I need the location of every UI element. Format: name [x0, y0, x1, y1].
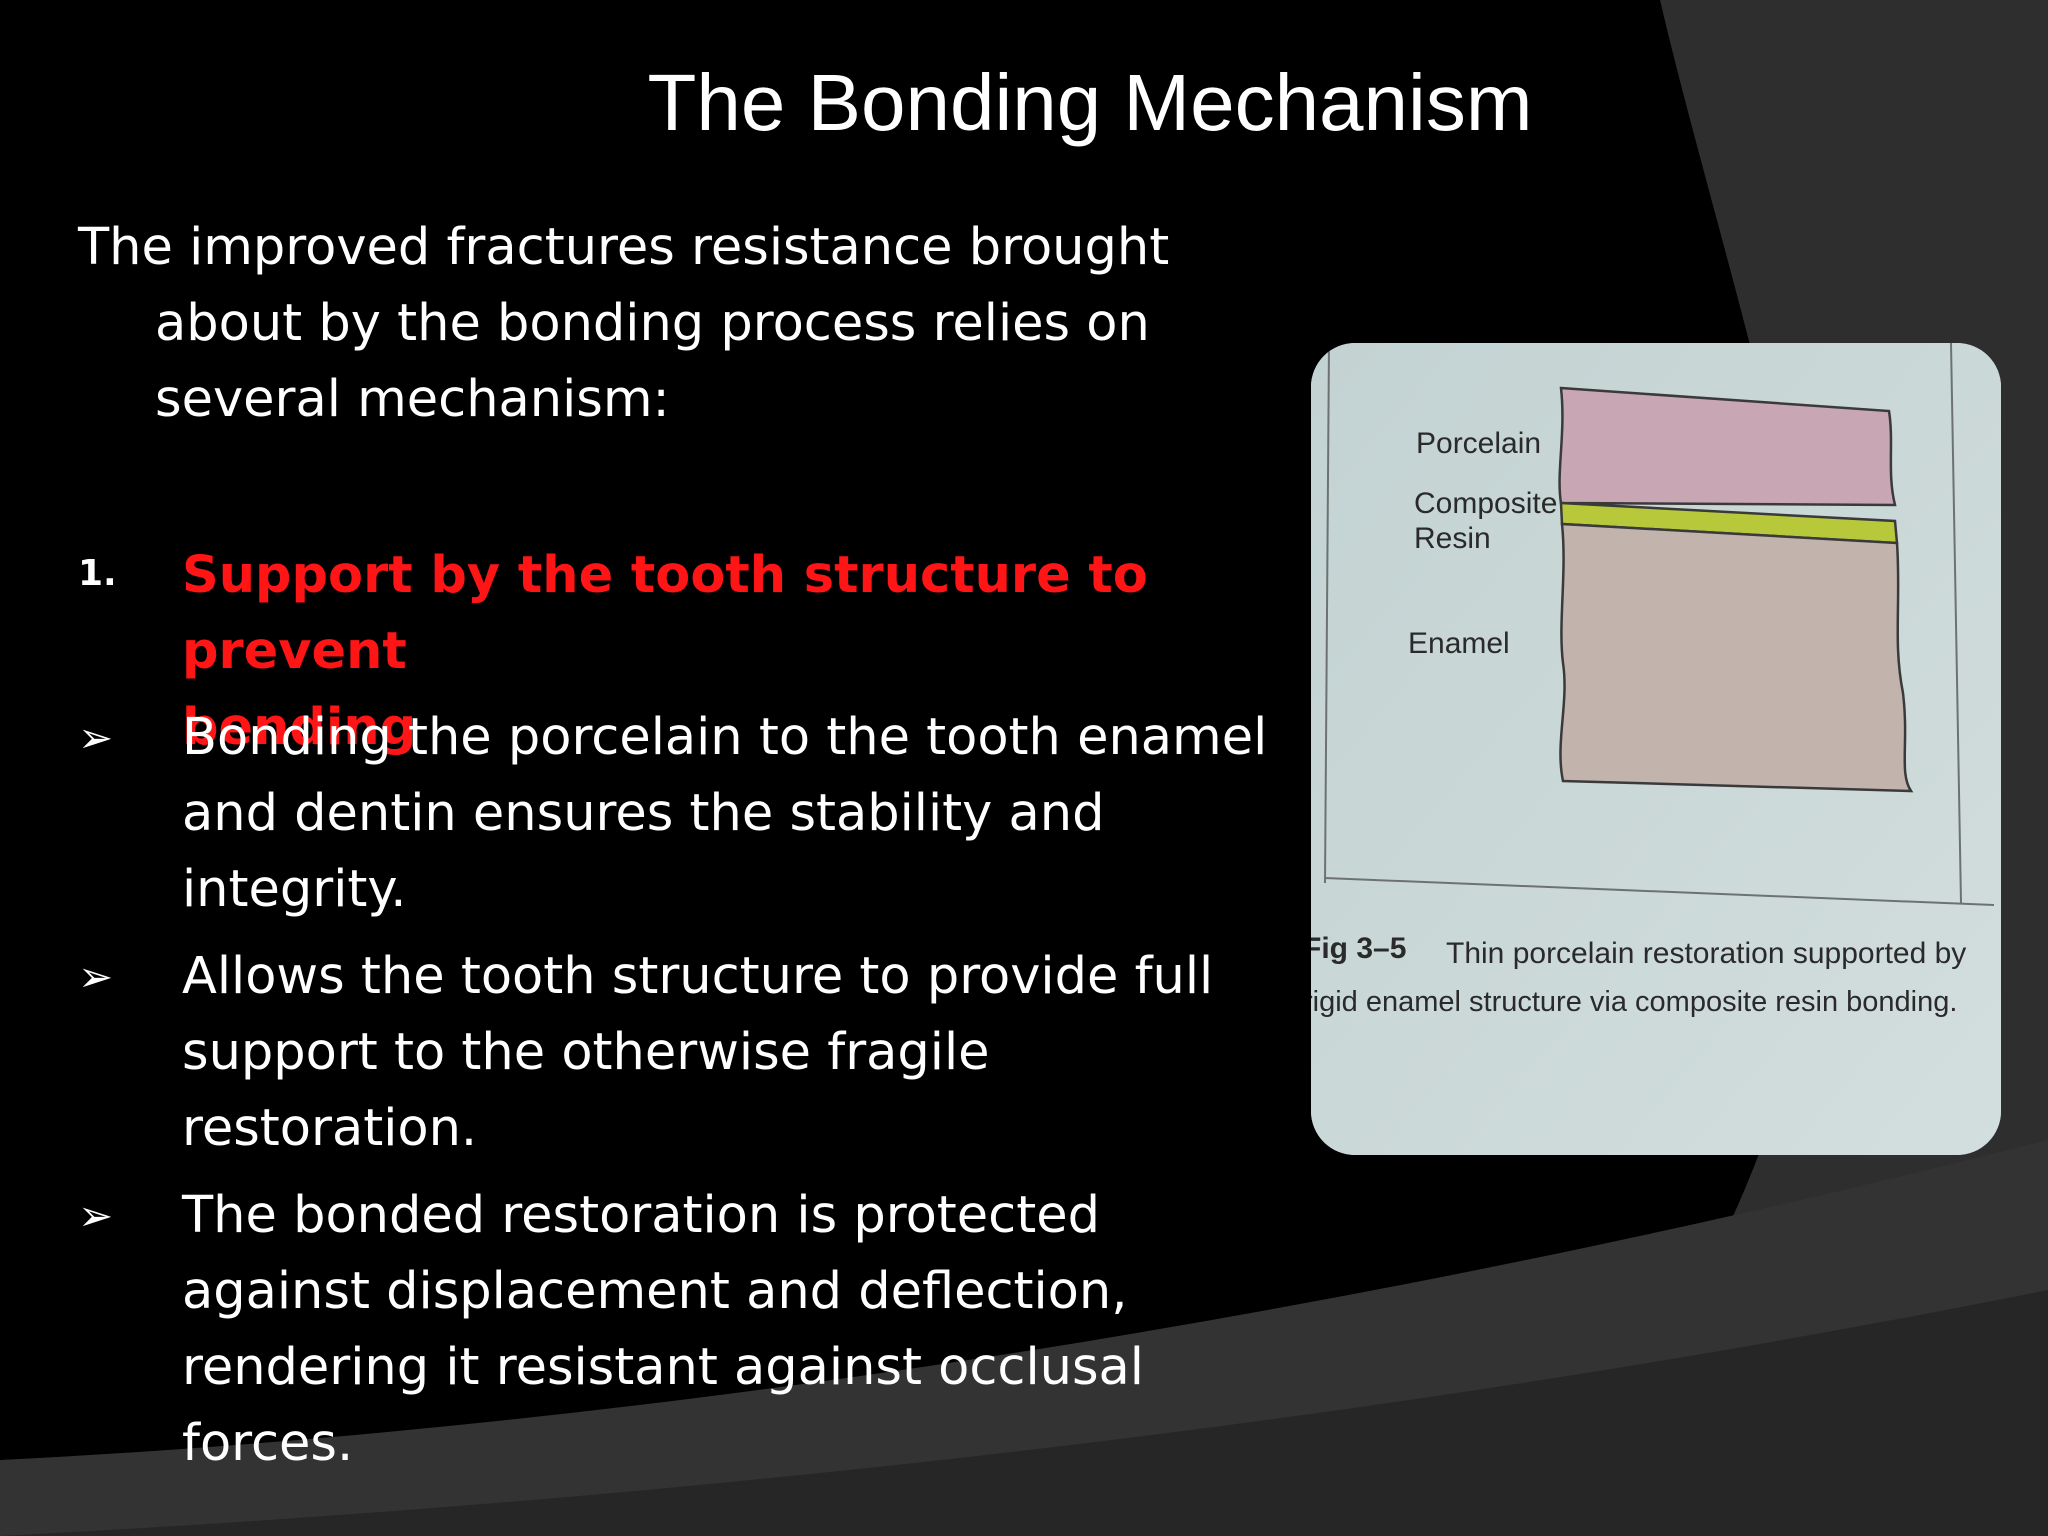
bullet-item: Allows the tooth structure to provide fu…	[182, 939, 1302, 1167]
page-border-left	[1324, 343, 1330, 884]
bullet-line: Bonding the porcelain to the tooth ename…	[182, 708, 1268, 767]
bullet-line: rendering it resistant against occlusal	[182, 1338, 1144, 1397]
section-heading: Support by the tooth structure to preven…	[182, 538, 1302, 766]
page-border-right	[1950, 343, 1962, 904]
intro-line: The improved fractures resistance brough…	[78, 218, 1170, 277]
arrow-bullet-icon: ➢	[78, 952, 114, 1001]
bullet-line: forces.	[182, 1414, 354, 1473]
bullet-line: against displacement and deflection,	[182, 1262, 1128, 1321]
caption-fig-number: Fig 3–5	[1311, 932, 1406, 965]
bullet-item: Bonding the porcelain to the tooth ename…	[182, 700, 1302, 928]
label-resin: Resin	[1414, 522, 1491, 555]
arrow-bullet-icon: ➢	[78, 713, 114, 762]
porcelain-layer	[1558, 386, 1897, 507]
bullet-line: Allows the tooth structure to provide fu…	[182, 947, 1214, 1006]
bullet-line: integrity.	[182, 860, 407, 919]
slide-title: The Bonding Mechanism	[647, 58, 1533, 147]
caption-line2: rigid enamel structure via composite res…	[1311, 986, 1957, 1018]
intro-line: several mechanism:	[155, 370, 670, 429]
label-composite: Composite	[1414, 487, 1557, 520]
intro-line: about by the bonding process relies on	[155, 294, 1150, 353]
section-heading-line: bending	[182, 698, 417, 757]
intro-paragraph: The improved fractures resistance brough…	[78, 210, 1278, 438]
section-number: 1.	[78, 553, 117, 594]
enamel-layer	[1559, 522, 1914, 793]
arrow-bullet-icon: ➢	[78, 1191, 114, 1240]
label-porcelain: Porcelain	[1416, 427, 1541, 460]
bullet-item: The bonded restoration is protected agai…	[182, 1178, 1302, 1482]
swoosh-lower-band	[0, 1290, 2048, 1536]
label-enamel: Enamel	[1408, 627, 1510, 660]
section-heading-line: Support by the tooth structure to preven…	[182, 546, 1148, 681]
figure-photo: Porcelain Composite Resin Enamel Fig 3–5…	[1311, 343, 2001, 1155]
bullet-line: and dentin ensures the stability and	[182, 784, 1105, 843]
bullet-line: restoration.	[182, 1099, 478, 1158]
figure-diagram: Porcelain Composite Resin Enamel Fig 3–5…	[1311, 343, 2001, 1155]
bullet-line: The bonded restoration is protected	[182, 1186, 1100, 1245]
caption-line1: Thin porcelain restoration supported by	[1446, 937, 1966, 970]
bullet-line: support to the otherwise fragile	[182, 1023, 990, 1082]
page-border-bottom	[1324, 877, 1995, 906]
